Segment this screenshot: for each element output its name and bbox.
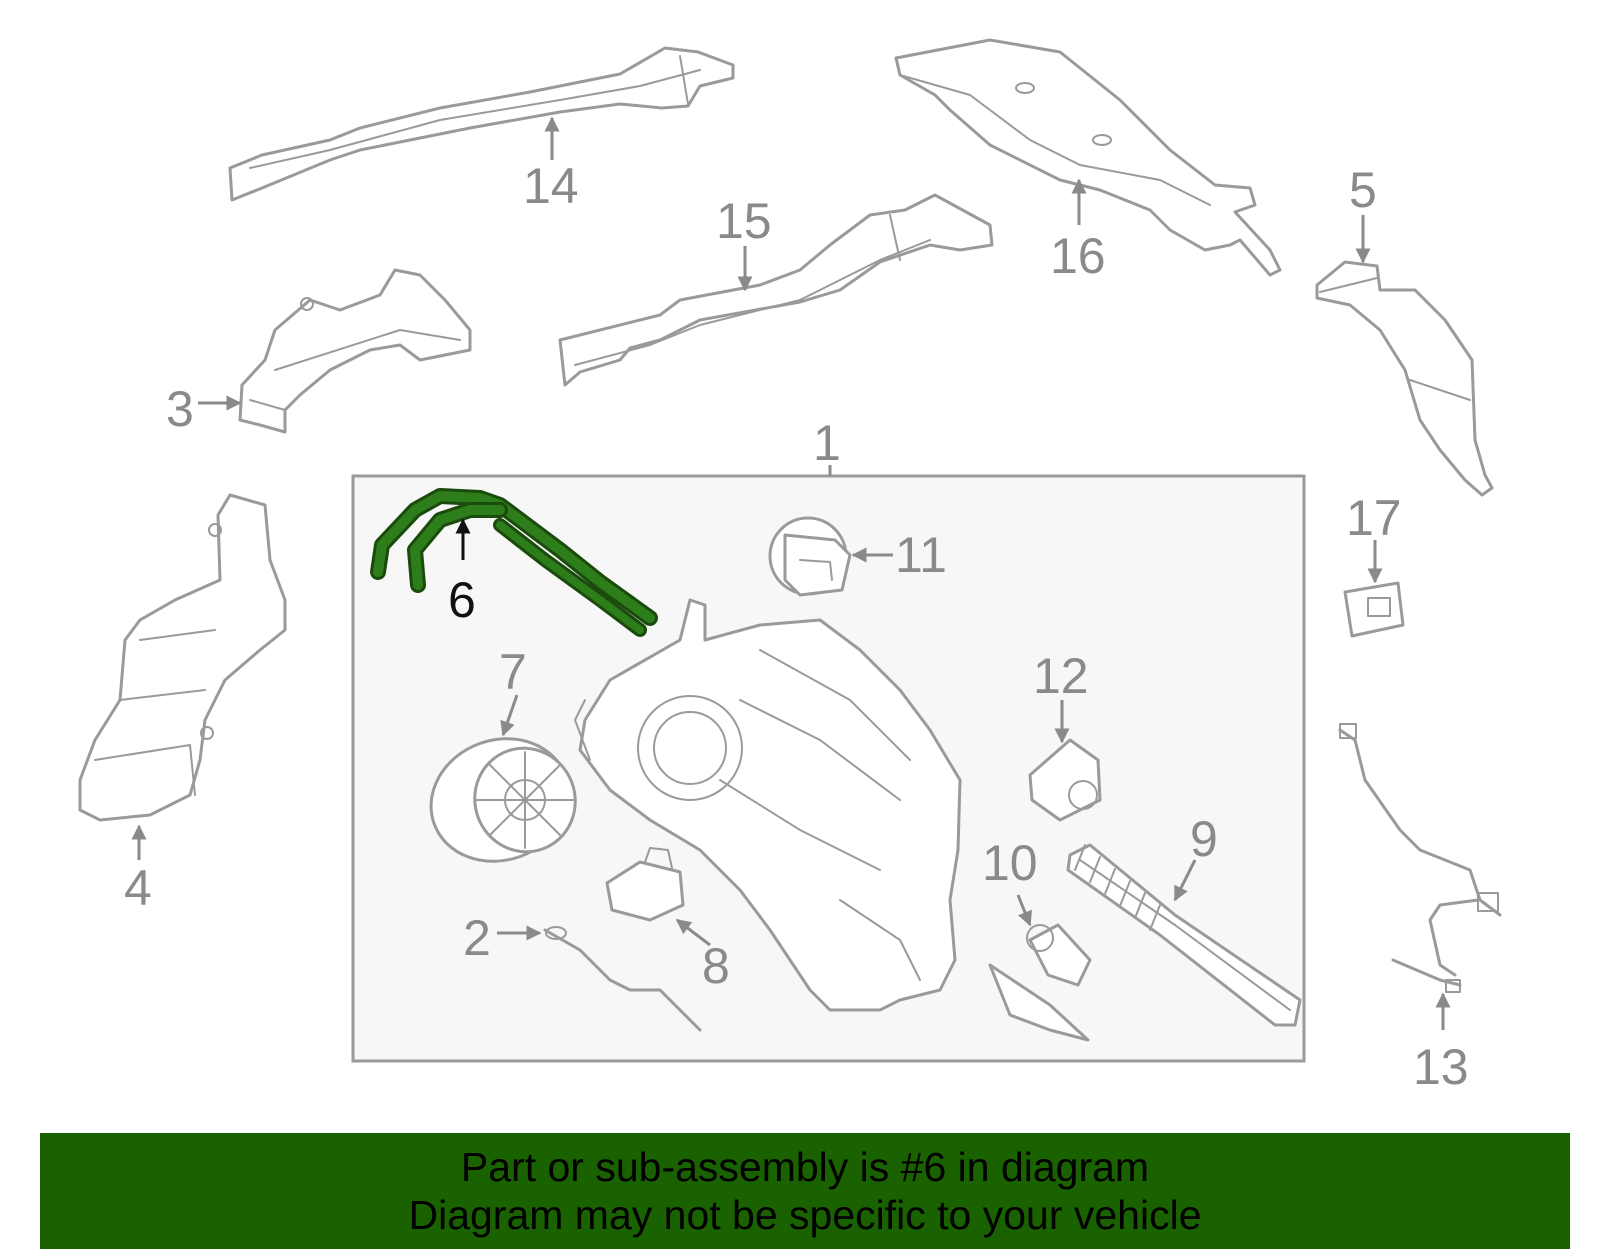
callout-13: 13 [1413, 1039, 1469, 1095]
callout-10: 10 [982, 835, 1038, 891]
part-11-actuator[interactable] [768, 516, 852, 597]
callout-11: 11 [895, 527, 947, 583]
callout-8-leader [675, 918, 711, 947]
callout-9-leader [1173, 859, 1197, 902]
callout-2: 2 [463, 910, 491, 966]
part-12-servo[interactable] [1028, 738, 1102, 822]
part-10-valve[interactable] [988, 923, 1092, 1042]
callout-10-leader [1016, 894, 1032, 927]
part-7-blower-motor[interactable] [414, 720, 590, 881]
callout-14: 14 [523, 158, 579, 214]
info-banner: Part or sub-assembly is #6 in diagram Di… [40, 1133, 1570, 1249]
callout-9: 9 [1190, 811, 1218, 867]
part-4-duct[interactable] [78, 493, 287, 822]
callout-12: 12 [1033, 648, 1089, 704]
callout-1: 1 [813, 415, 841, 471]
callout-15: 15 [716, 193, 772, 249]
callout-3: 3 [166, 381, 194, 437]
callout-7: 7 [499, 644, 527, 700]
part-8-resistor[interactable] [605, 847, 685, 922]
hvac-housing[interactable] [574, 598, 962, 1012]
callout-16: 16 [1050, 228, 1106, 284]
callout-7-leader [500, 694, 519, 737]
part-17-switch[interactable] [1343, 581, 1405, 638]
callout-4: 4 [124, 860, 152, 916]
part-15-duct[interactable] [558, 193, 994, 387]
part-9-evaporator[interactable] [1066, 843, 1302, 1027]
part-16-duct[interactable] [894, 38, 1282, 277]
callout-6: 6 [448, 572, 476, 628]
part-14-duct[interactable] [228, 46, 735, 202]
part-6-heater-tubes[interactable] [370, 488, 658, 637]
part-13-harness[interactable] [1338, 723, 1502, 993]
part-5-duct[interactable] [1315, 260, 1494, 497]
part-2-sensor[interactable] [543, 926, 702, 1032]
callout-5: 5 [1349, 162, 1377, 218]
part-3-duct[interactable] [238, 268, 472, 434]
banner-line-2: Diagram may not be specific to your vehi… [408, 1192, 1202, 1238]
callout-8: 8 [702, 938, 730, 994]
banner-line-1: Part or sub-assembly is #6 in diagram [460, 1144, 1150, 1190]
callout-17: 17 [1346, 490, 1402, 546]
